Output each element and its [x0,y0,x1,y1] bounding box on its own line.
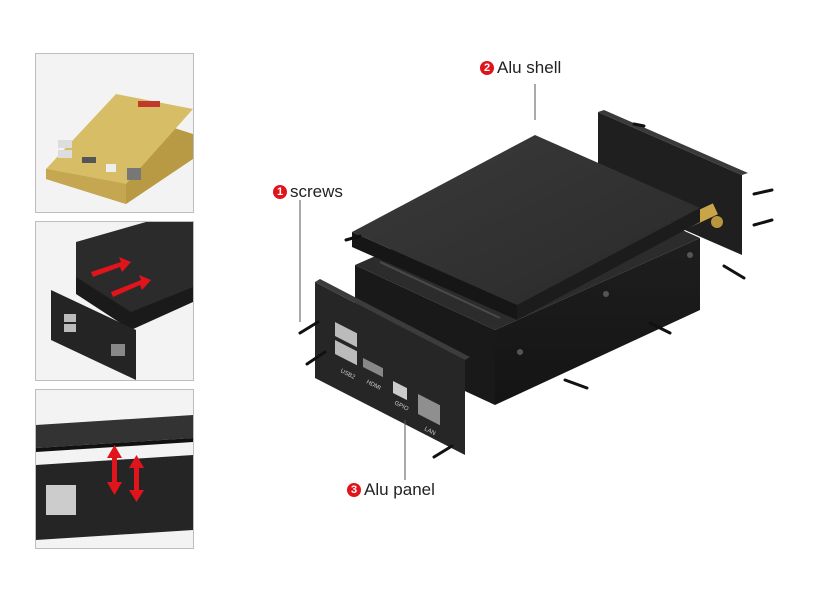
gpio-port [393,381,407,401]
lan-port [418,394,440,426]
alu-shell [352,135,700,320]
thumbnail-shell-lift [35,389,194,549]
callout-number-badge: 2 [480,61,494,75]
callout-label: Alu panel [364,480,435,499]
thumbnail-assembled-gold [35,53,194,213]
callout-number-badge: 1 [273,185,287,199]
callout-number-badge: 3 [347,483,361,497]
callout-screws: 1 screws [273,182,343,202]
antenna-connector [711,216,723,228]
port-label-lan: LAN [423,426,436,437]
usb-port [335,322,357,366]
callout-label: Alu shell [497,58,562,77]
thumbnail-slide-in [35,221,194,381]
screws [298,122,774,459]
arrow-icon [91,257,131,277]
arrow-icon [111,275,151,297]
callout-alu-shell: 2 Alu shell [480,58,561,78]
double-arrow-icon [107,445,144,502]
callout-label: screws [290,182,343,201]
leader-lines [299,84,536,480]
callout-alu-panel: 3 Alu panel [347,480,435,500]
hdmi-port [363,358,383,378]
alu-front-panel: USB2 HDMI GPIO LAN [315,279,470,455]
